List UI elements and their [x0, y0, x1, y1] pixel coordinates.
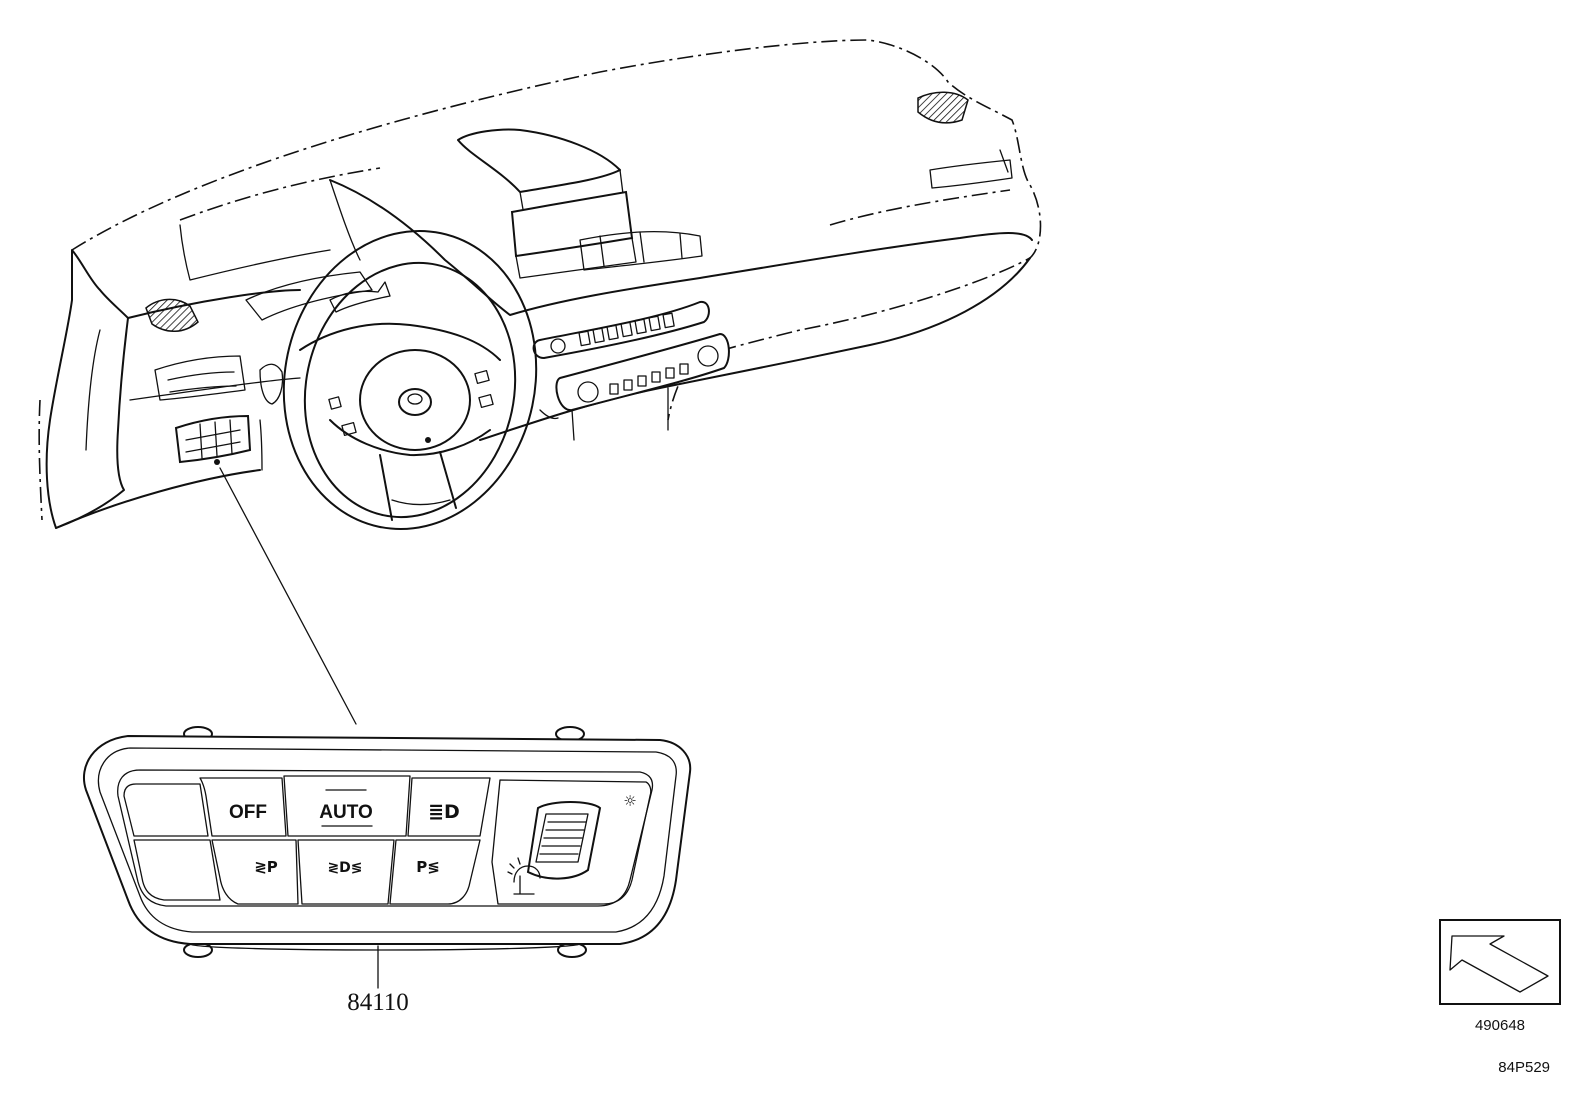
- off-button[interactable]: OFF: [199, 777, 287, 837]
- switch-location-small: [174, 414, 252, 464]
- climate-buttons: [609, 363, 689, 395]
- front-fog-button[interactable]: ≣D: [407, 777, 491, 837]
- blank-button-lower[interactable]: [133, 839, 221, 901]
- view-indicator-code: 490648: [1475, 1017, 1525, 1034]
- steering-wheel: [282, 229, 538, 531]
- right-upper-vent: [917, 91, 969, 124]
- center-cowl: [457, 128, 621, 193]
- leader-line-84110: [219, 467, 357, 725]
- view-indicator-frame: [1439, 919, 1561, 1005]
- left-lower-vent-slats: [167, 371, 237, 393]
- dashboard-outline: [71, 39, 1042, 361]
- meter-hood-left: [179, 224, 331, 281]
- panel-bottom-lip: [189, 943, 581, 951]
- blank-button-upper[interactable]: [123, 783, 209, 837]
- center-strip-knob: [550, 338, 566, 354]
- brightness-sun-icon: ☼: [623, 792, 636, 810]
- switch-location-small-detail: [185, 419, 241, 459]
- dimmer-housing: [491, 779, 652, 905]
- center-display-base: [515, 237, 637, 279]
- left-lower-vent: [154, 355, 246, 401]
- dashboard-left-end: [45, 249, 129, 529]
- dimmer-wheel[interactable]: [526, 801, 602, 880]
- climate-knob-left: [577, 381, 599, 403]
- dashboard-left-lower-line: [129, 377, 301, 401]
- side-light-icon: ≷D≶: [327, 860, 362, 876]
- view-direction-indicator: 490648: [1439, 919, 1561, 1034]
- center-display: [510, 190, 634, 258]
- dash-column-line: [259, 419, 263, 471]
- illumination-dimmer-icon: [507, 857, 541, 895]
- side-light-button[interactable]: ≷D≶: [297, 839, 395, 905]
- dashboard-left-dash: [38, 399, 43, 521]
- leader-origin-dot: [214, 459, 220, 465]
- view-arrow-icon: [1449, 935, 1549, 993]
- dashboard-lower-edge: [55, 257, 1031, 529]
- right-side-vent-edge: [999, 149, 1009, 173]
- part-number-label: 84110: [347, 989, 409, 1016]
- dashboard-left-crease: [85, 329, 101, 451]
- dashboard-right-dash: [829, 189, 1011, 226]
- ignition-area: [259, 363, 284, 405]
- panel-inner-bezel: [97, 747, 677, 933]
- gauge-cluster: [245, 271, 373, 321]
- panel-recess: [117, 769, 654, 907]
- center-small-mark: [539, 409, 559, 420]
- parking-right-icon: P≶: [416, 858, 440, 876]
- center-vent: [579, 231, 703, 271]
- dashboard-illustration: [38, 39, 1042, 725]
- center-vent-slats: [599, 231, 683, 267]
- front-fog-icon: ≣D: [428, 801, 460, 823]
- rear-fog-left-button[interactable]: ≷P: [211, 839, 299, 905]
- center-button-strip-buttons: [578, 312, 675, 347]
- auto-button[interactable]: AUTO: [283, 775, 411, 837]
- dashboard-top-dash: [179, 167, 381, 221]
- brand-logo: [398, 388, 432, 416]
- climate-panel-lower: [571, 387, 669, 441]
- parking-right-button[interactable]: P≶: [389, 839, 481, 905]
- climate-knob-right: [697, 345, 719, 367]
- diagram-code-label: 84P529: [1498, 1059, 1550, 1076]
- auto-button-label: AUTO: [319, 802, 372, 823]
- meter-hood-edge: [329, 179, 361, 261]
- rear-fog-left-icon: ≷P: [254, 858, 278, 876]
- right-side-vent: [929, 159, 1013, 189]
- light-switch-panel: OFF AUTO ≣D ≷P ≷D≶ P≶: [83, 726, 692, 1016]
- left-upper-vent: [145, 298, 199, 332]
- climate-control-panel: [555, 332, 730, 411]
- off-button-label: OFF: [229, 802, 267, 823]
